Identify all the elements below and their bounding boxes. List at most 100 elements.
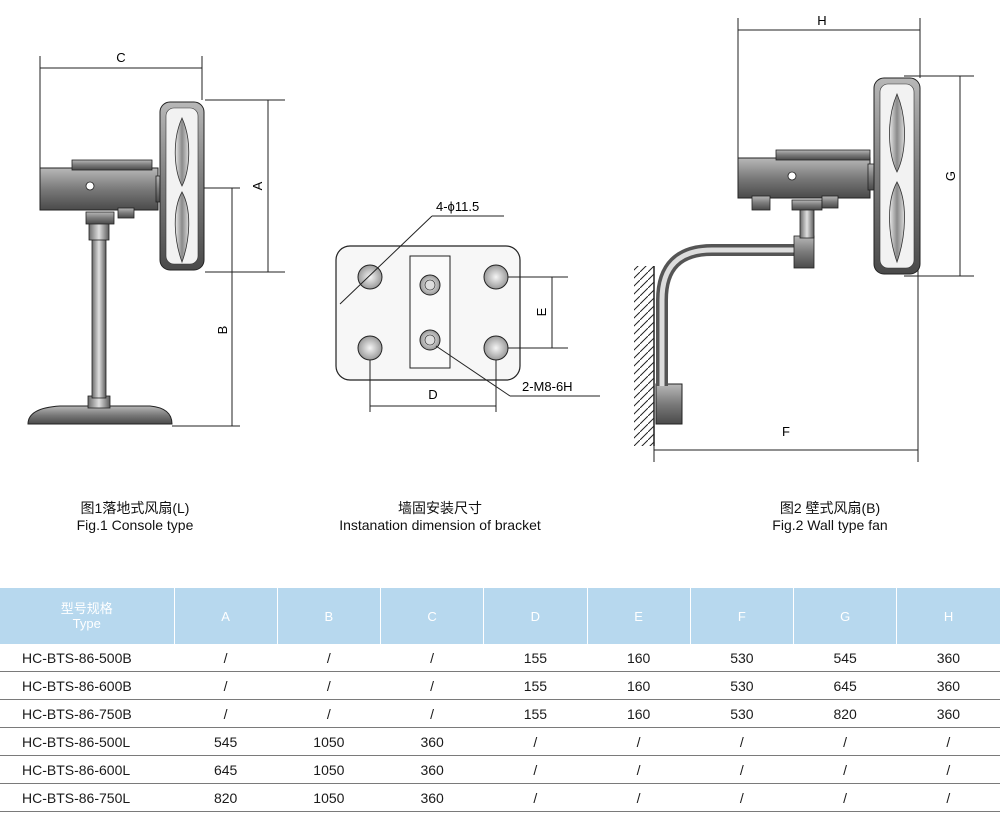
value-cell: 1050 xyxy=(277,727,381,756)
value-cell: / xyxy=(587,727,691,756)
bolt-label: 2-M8-6H xyxy=(522,379,573,394)
value-cell: / xyxy=(277,699,381,728)
mount-hole-tr xyxy=(483,264,509,290)
dim-label-d: D xyxy=(428,387,437,402)
type-column-header: 型号规格 Type xyxy=(0,588,174,644)
wall-mount-block xyxy=(655,383,683,425)
bracket-caption-cn: 墙固安装尺寸 xyxy=(398,500,482,516)
dimension-h xyxy=(737,18,921,158)
wall-fan-blade-bottom xyxy=(889,181,905,264)
fan-blade-top xyxy=(174,117,190,187)
model-cell: HC-BTS-86-750L xyxy=(0,783,174,812)
value-cell: 1050 xyxy=(277,755,381,784)
value-cell: 360 xyxy=(896,671,1000,700)
dimension-c xyxy=(39,56,203,168)
value-cell: 360 xyxy=(896,644,1000,672)
model-cell: HC-BTS-86-600L xyxy=(0,755,174,784)
dim-label-f: F xyxy=(782,424,790,439)
console-base xyxy=(27,405,173,425)
value-cell: 530 xyxy=(690,699,794,728)
value-cell: 820 xyxy=(793,699,897,728)
model-cell: HC-BTS-86-600B xyxy=(0,671,174,700)
column-header: C xyxy=(379,588,484,644)
value-cell: 155 xyxy=(483,671,587,700)
value-cell: 645 xyxy=(793,671,897,700)
value-cell: 360 xyxy=(380,727,484,756)
value-cell: / xyxy=(896,755,1000,784)
value-cell: / xyxy=(277,644,381,672)
value-cell: / xyxy=(587,783,691,812)
dim-label-b: B xyxy=(215,326,230,335)
value-cell: / xyxy=(896,783,1000,812)
column-header: G xyxy=(792,588,897,644)
column-header: F xyxy=(689,588,794,644)
value-cell: / xyxy=(380,644,484,672)
dimension-e xyxy=(508,276,568,349)
value-cell: / xyxy=(483,783,587,812)
column-header: E xyxy=(586,588,691,644)
technical-drawing: C A B xyxy=(27,13,974,462)
figure-2-caption: 图2 壁式风扇(B) Fig.2 Wall type fan xyxy=(730,500,930,534)
bracket-drawing: 4-ϕ11.5 2-M8-6H D E xyxy=(335,199,600,412)
model-cell: HC-BTS-86-500B xyxy=(0,644,174,672)
model-cell: HC-BTS-86-500L xyxy=(0,727,174,756)
hole-leader xyxy=(339,215,504,305)
column-header: H xyxy=(896,588,1000,644)
column-header: D xyxy=(483,588,587,644)
bracket-caption: 墙固安装尺寸 Instanation dimension of bracket xyxy=(300,500,580,534)
value-cell: 820 xyxy=(174,783,278,812)
wall-fan-blade-top xyxy=(889,92,905,173)
value-cell: 645 xyxy=(174,755,278,784)
motor-housing xyxy=(39,167,159,211)
figure-2-wall-fan: H G F xyxy=(634,13,974,462)
figure-2-caption-en: Fig.2 Wall type fan xyxy=(772,517,888,533)
value-cell: 155 xyxy=(483,644,587,672)
value-cell: / xyxy=(587,755,691,784)
value-cell: / xyxy=(277,671,381,700)
value-cell: / xyxy=(483,727,587,756)
value-cell: 160 xyxy=(587,671,691,700)
dim-label-e: E xyxy=(534,307,549,316)
hole-label: 4-ϕ11.5 xyxy=(436,199,479,214)
value-cell: / xyxy=(483,755,587,784)
value-cell: / xyxy=(690,755,794,784)
value-cell: 545 xyxy=(174,727,278,756)
figure-2-caption-cn: 图2 壁式风扇(B) xyxy=(779,500,881,516)
value-cell: / xyxy=(896,727,1000,756)
mount-hole-br xyxy=(483,335,509,361)
dim-label-c: C xyxy=(116,50,125,65)
model-cell: HC-BTS-86-750B xyxy=(0,699,174,728)
dim-label-h: H xyxy=(817,13,826,28)
value-cell: 160 xyxy=(587,699,691,728)
value-cell: 360 xyxy=(380,783,484,812)
value-cell: / xyxy=(793,755,897,784)
value-cell: 360 xyxy=(896,699,1000,728)
bracket-caption-en: Instanation dimension of bracket xyxy=(339,517,541,533)
fan-blade-bottom xyxy=(174,191,190,264)
type-header-cn: 型号规格 xyxy=(60,601,113,616)
console-pole xyxy=(91,237,107,399)
value-cell: / xyxy=(690,727,794,756)
figure-1-caption-cn: 图1落地式风扇(L) xyxy=(80,500,190,516)
value-cell: 1050 xyxy=(277,783,381,812)
value-cell: 545 xyxy=(793,644,897,672)
dimension-d xyxy=(369,360,497,412)
wall-motor-housing xyxy=(737,157,871,199)
value-cell: / xyxy=(380,699,484,728)
value-cell: / xyxy=(174,699,278,728)
value-cell: / xyxy=(793,783,897,812)
spec-table: 型号规格 Type A B C D E F G H HC-BTS-86-500B… xyxy=(0,588,1000,812)
value-cell: 155 xyxy=(483,699,587,728)
dimension-a xyxy=(205,99,285,273)
type-header-en: Type xyxy=(72,616,101,631)
column-header: A xyxy=(173,588,278,644)
value-cell: / xyxy=(690,783,794,812)
column-header: B xyxy=(276,588,381,644)
figure-1-console-fan: C A B xyxy=(27,50,285,427)
